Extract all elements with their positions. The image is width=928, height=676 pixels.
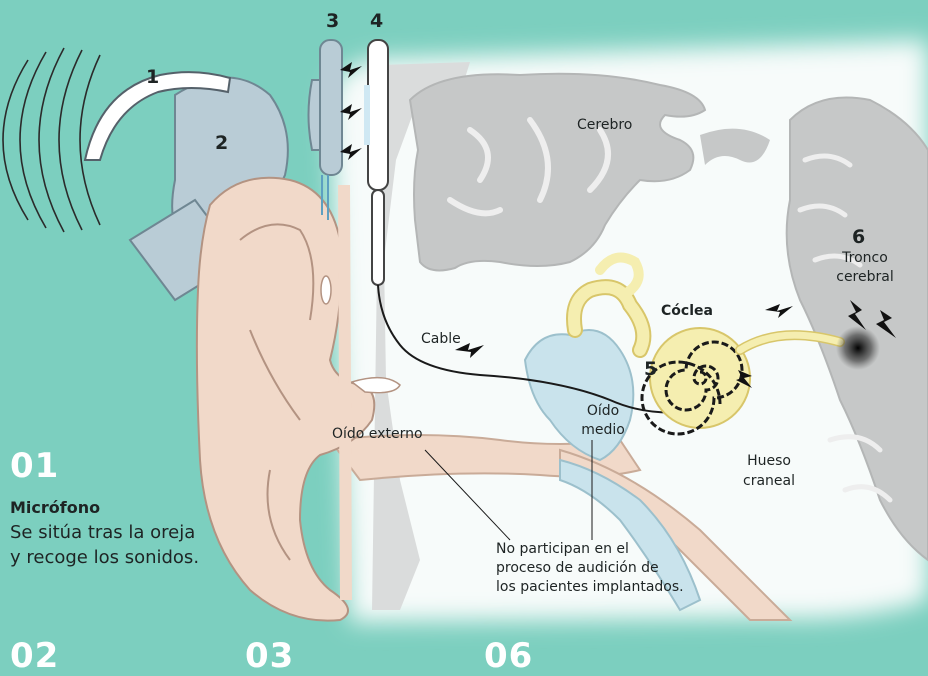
step-01-text-line2: y recoge los sonidos. [10, 545, 199, 570]
step-01-text: Se sitúa tras la oreja y recoge los soni… [10, 520, 199, 570]
marker-3: 3 [326, 10, 339, 32]
step-01-title: Micrófono [10, 498, 100, 517]
label-hueso-line2: craneal [737, 471, 801, 491]
label-tronco-line1: Tronco [835, 249, 895, 268]
marker-6: 6 [852, 226, 865, 248]
note-line1: No participan en el [496, 540, 684, 559]
label-tronco-line2: cerebral [835, 268, 895, 287]
note-not-involved: No participan en el proceso de audición … [496, 540, 684, 597]
marker-1: 1 [146, 66, 159, 88]
label-oido-externo: Oído externo [332, 426, 423, 442]
brainstem-signal-glow [836, 326, 880, 370]
step-01-text-line1: Se sitúa tras la oreja [10, 520, 199, 545]
marker-5: 5 [644, 358, 657, 380]
step-01-number: 01 [10, 446, 59, 486]
sound-waves [3, 48, 100, 232]
label-coclea: Cóclea [661, 303, 713, 319]
step-02-number: 02 [10, 636, 59, 676]
label-hueso-line1: Hueso [737, 451, 801, 471]
marker-2: 2 [215, 132, 228, 154]
label-tronco-cerebral: Tronco cerebral [835, 249, 895, 287]
label-oido-medio: Oído medio [578, 402, 628, 440]
note-line3: los pacientes implantados. [496, 578, 684, 597]
marker-4: 4 [370, 10, 383, 32]
label-hueso-craneal: Hueso craneal [737, 451, 801, 491]
step-06-number: 06 [484, 636, 533, 676]
step-03-number: 03 [245, 636, 294, 676]
label-oido-medio-line1: Oído [578, 402, 628, 421]
label-cable: Cable [421, 331, 461, 347]
note-line2: proceso de audición de [496, 559, 684, 578]
label-cerebro: Cerebro [577, 117, 632, 133]
label-oido-medio-line2: medio [578, 421, 628, 440]
